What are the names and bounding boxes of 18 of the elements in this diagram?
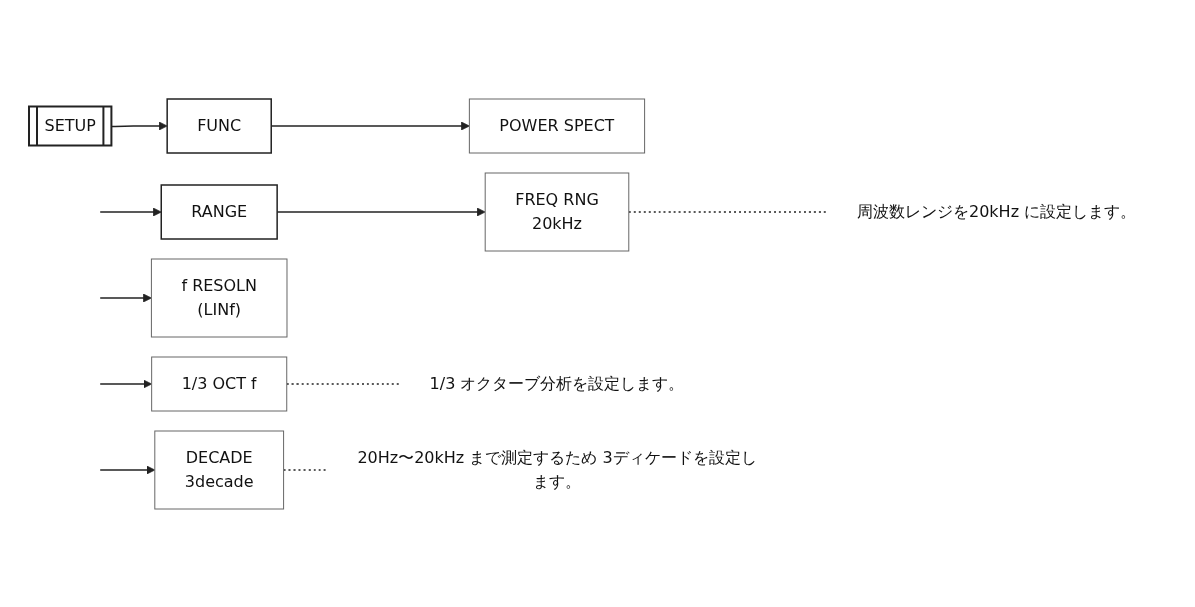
node-box: POWER SPECT bbox=[468, 98, 646, 153]
arrow bbox=[99, 465, 156, 474]
arrow bbox=[99, 207, 162, 216]
arrow bbox=[99, 379, 152, 388]
arrow bbox=[99, 293, 152, 302]
node-box: f RESOLN (LINf) bbox=[150, 258, 288, 337]
connector bbox=[285, 382, 401, 385]
arrow bbox=[111, 121, 168, 130]
node-box: DECADE 3decade bbox=[154, 430, 284, 509]
node-box: FUNC bbox=[166, 97, 272, 154]
connector bbox=[627, 210, 828, 213]
node-box: RANGE bbox=[160, 183, 278, 240]
node-text: 周波数レンジを20kHz に設定します。 bbox=[856, 201, 1137, 221]
node-text: 1/3 オクターブ分析を設定します。 bbox=[429, 373, 685, 393]
node-box: 1/3 OCT f bbox=[151, 356, 288, 411]
node-text: 20Hz〜20kHz まで測定するため 3ディケードを設定します。 bbox=[357, 447, 757, 491]
node-box: FREQ RNG 20kHz bbox=[484, 172, 630, 251]
connector bbox=[282, 468, 328, 471]
